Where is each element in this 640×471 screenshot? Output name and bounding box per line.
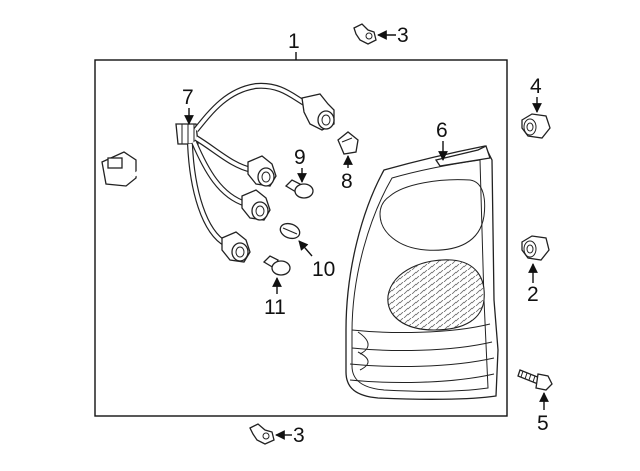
screw-3-top-icon xyxy=(353,23,377,45)
callout-11-label: 11 xyxy=(264,296,286,319)
callout-8-label: 8 xyxy=(341,170,353,193)
bulb-9-icon xyxy=(284,179,314,199)
assembly-frame xyxy=(94,59,508,417)
screw-3-bottom-icon xyxy=(249,423,275,445)
callout-3-top-label: 3 xyxy=(397,24,409,47)
nut-4-icon xyxy=(521,113,551,139)
callout-10-label: 10 xyxy=(312,258,335,281)
bulb-11-icon xyxy=(262,255,291,276)
bolt-5-icon xyxy=(517,369,553,391)
bulb-8-icon xyxy=(337,131,359,155)
callout-7-label: 7 xyxy=(182,86,194,109)
callout-10-arrow xyxy=(298,240,313,257)
nut-2-icon xyxy=(521,235,550,261)
callout-1-label: 1 xyxy=(288,30,300,53)
callout-2-label: 2 xyxy=(527,283,539,306)
tail-lamp-housing-icon xyxy=(345,145,499,400)
wiring-harness-icon xyxy=(101,82,335,263)
callout-4-label: 4 xyxy=(530,75,542,98)
callout-3-bottom-label: 3 xyxy=(293,424,305,447)
callout-5-label: 5 xyxy=(537,412,549,435)
callout-9-label: 9 xyxy=(294,146,306,169)
bulb-10-icon xyxy=(279,222,301,240)
callout-6-label: 6 xyxy=(436,119,448,142)
